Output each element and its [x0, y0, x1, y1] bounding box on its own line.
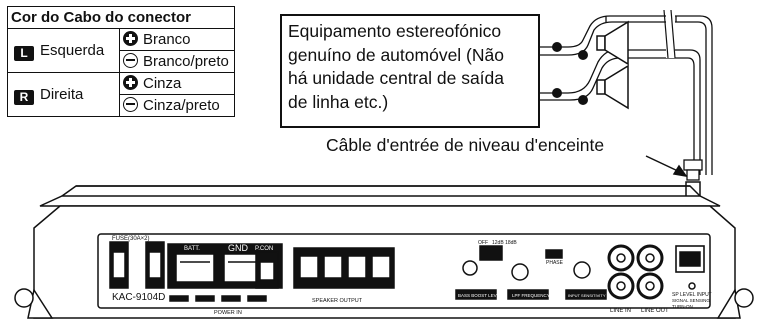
legend-right-positive: Cinza — [119, 72, 235, 95]
gnd-label: GND — [228, 243, 249, 253]
junction-dots — [552, 42, 588, 105]
wire-color-legend: Cor do Cabo do conector L Esquerda Branco… — [7, 6, 235, 117]
rem-label: P.CON — [255, 246, 273, 252]
plus-icon — [123, 74, 138, 90]
batt-label: BATT. — [184, 246, 200, 252]
source-equipment-text: Equipamento estereofónico genuíno de aut… — [288, 20, 504, 114]
source-equipment-box: Equipamento estereofónico genuíno de aut… — [280, 14, 540, 128]
line-out-label: LINE OUT — [641, 308, 669, 314]
left-negative-color: Branco/preto — [143, 52, 229, 70]
fuse-label: FUSE(30A×2) — [112, 236, 150, 242]
legend-right-negative: Cinza/preto — [119, 94, 235, 117]
source-line-4: de linha etc.) — [288, 91, 389, 112]
legend-left-negative: Branco/preto — [119, 50, 235, 73]
speaker-input-cable-caption: Câble d'entrée de niveau d'enceinte — [326, 135, 605, 155]
plus-icon — [123, 30, 138, 46]
right-channel-label: Direita — [40, 85, 84, 103]
amp-labels: FUSE(30A×2) BATT. GND P.CON POWER IN KAC… — [112, 236, 712, 316]
power-in-label: POWER IN — [214, 310, 242, 316]
left-positive-color: Branco — [143, 30, 191, 48]
turn-on-label: TURN-ON — [672, 304, 693, 309]
right-channel-icon: R — [14, 89, 34, 105]
amplifier — [14, 185, 754, 319]
minus-icon — [123, 96, 138, 112]
speaker-icon — [596, 20, 629, 110]
line-in-label: LINE IN — [610, 308, 631, 314]
minus-icon — [123, 52, 138, 68]
signal-sensing-label: SIGNAL SENSING — [672, 298, 710, 303]
legend-right-channel: R Direita — [7, 72, 120, 117]
input-sensitivity-label: INPUT SENSITIVITY — [568, 293, 606, 298]
cable-break-marks — [663, 8, 676, 59]
model-label: KAC-9104D — [112, 292, 165, 303]
right-positive-color: Cinza — [143, 74, 182, 92]
source-line-1: Equipamento estereofónico — [288, 21, 502, 41]
caption-leader-arrow — [645, 155, 688, 178]
off-label: OFF — [478, 240, 488, 246]
source-line-3: há unidade central de saída — [288, 68, 504, 88]
connector-plug — [683, 159, 703, 181]
sp-level-input-label: SP LEVEL INPUT — [672, 292, 712, 298]
phase-label: PHASE — [546, 260, 564, 266]
left-channel-icon: L — [14, 45, 34, 61]
source-line-2: genuíno de automóvel (Não — [288, 44, 504, 65]
speaker-output-label: SPEAKER OUTPUT — [312, 298, 363, 304]
amp-top-rail — [39, 195, 721, 207]
bass-boost-label: BASS BOOST LEVEL — [458, 293, 503, 298]
legend-header: Cor do Cabo do conector — [7, 6, 235, 29]
left-channel-label: Esquerda — [40, 41, 105, 59]
freq-label: 12dB 18dB — [492, 240, 517, 246]
lpf-label: LPF FREQUENCY — [512, 293, 550, 298]
right-negative-color: Cinza/preto — [143, 96, 220, 114]
